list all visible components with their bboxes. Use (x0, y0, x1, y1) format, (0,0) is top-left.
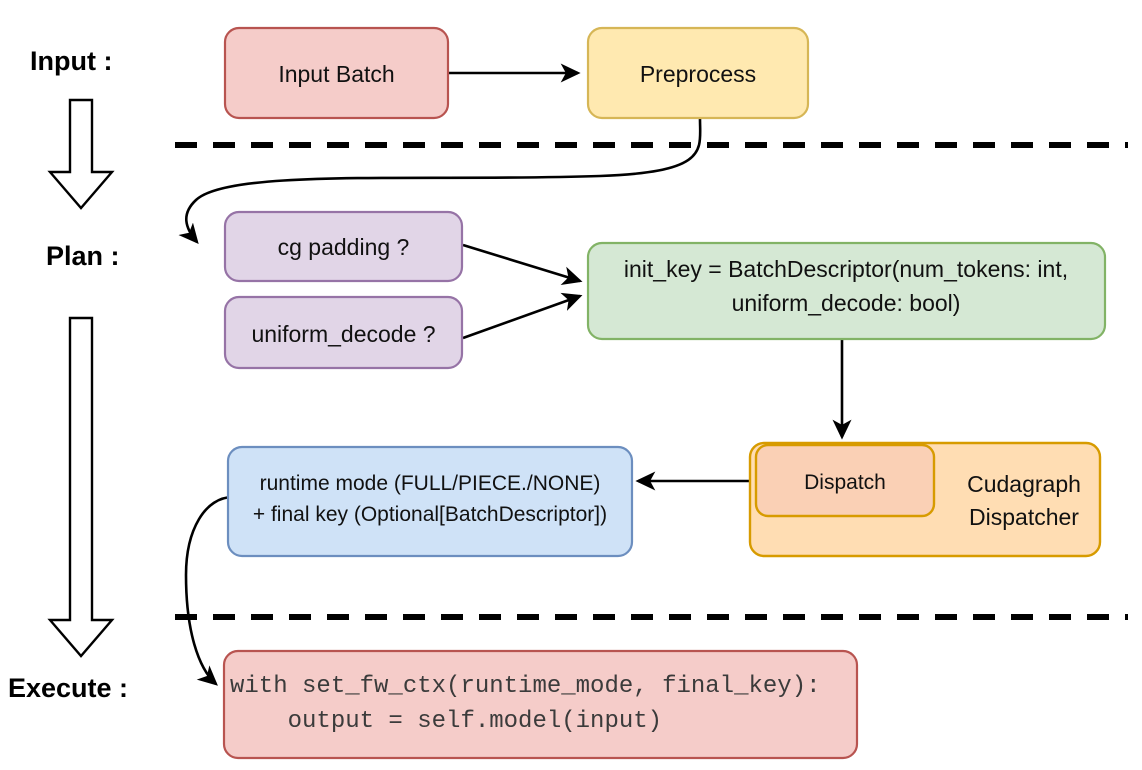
node-execute-code-line1: with set_fw_ctx(runtime_mode, final_key)… (230, 673, 821, 700)
stage-label-execute: Execute : (8, 673, 128, 703)
node-init-key[interactable]: init_key = BatchDescriptor(num_tokens: i… (586, 241, 1107, 341)
input-to-plan-arrow (47, 98, 115, 210)
node-runtime-mode[interactable]: runtime mode (FULL/PIECE./NONE) + final … (226, 445, 634, 558)
node-execute-code-line2: output = self.model(input) (230, 708, 662, 735)
node-cg-padding-label: cg padding ? (278, 234, 410, 260)
node-preprocess[interactable]: Preprocess (586, 26, 810, 120)
node-input-batch-shape (223, 26, 450, 120)
node-input-batch-label: Input Batch (278, 61, 394, 87)
plan-to-execute-arrow (47, 316, 115, 658)
node-input-batch[interactable]: Input Batch (223, 26, 450, 120)
node-runtime-mode-label-line2: + final key (Optional[BatchDescriptor]) (253, 503, 607, 526)
node-init-key-shape (586, 241, 1107, 341)
node-init-key-label-line2: uniform_decode: bool) (732, 290, 961, 316)
node-preprocess-label: Preprocess (640, 61, 756, 87)
node-execute-code-shape (222, 649, 859, 760)
node-uniform-decode[interactable]: uniform_decode ? (223, 295, 464, 370)
node-cg-padding-shape (223, 210, 464, 283)
node-runtime-mode-shape (226, 445, 634, 558)
node-cudagraph-dispatcher-label-line1: Cudagraph (967, 471, 1081, 497)
node-runtime-mode-label-line1: runtime mode (FULL/PIECE./NONE) (260, 472, 601, 495)
node-init-key-label-line1: init_key = BatchDescriptor(num_tokens: i… (624, 256, 1068, 282)
node-execute-code[interactable]: with set_fw_ctx(runtime_mode, final_key)… (222, 649, 859, 760)
stage-label-plan: Plan : (46, 241, 120, 271)
node-uniform-decode-shape (223, 295, 464, 370)
stage-label-input: Input : (30, 46, 112, 76)
node-dispatch[interactable]: Dispatch (754, 443, 936, 518)
edge-uniform-decode-to-init-key (462, 292, 583, 340)
node-dispatch-shape (754, 443, 936, 518)
node-cg-padding[interactable]: cg padding ? (223, 210, 464, 283)
node-preprocess-shape (586, 26, 810, 120)
node-cudagraph-dispatcher-label-line2: Dispatcher (969, 504, 1079, 530)
edge-runtime-mode-to-execute-code (184, 495, 234, 686)
edge-cg-padding-to-init-key (462, 243, 583, 286)
edge-preprocess-to-cg-padding (178, 118, 702, 244)
node-dispatch-label: Dispatch (804, 471, 886, 494)
node-uniform-decode-label: uniform_decode ? (251, 321, 435, 347)
